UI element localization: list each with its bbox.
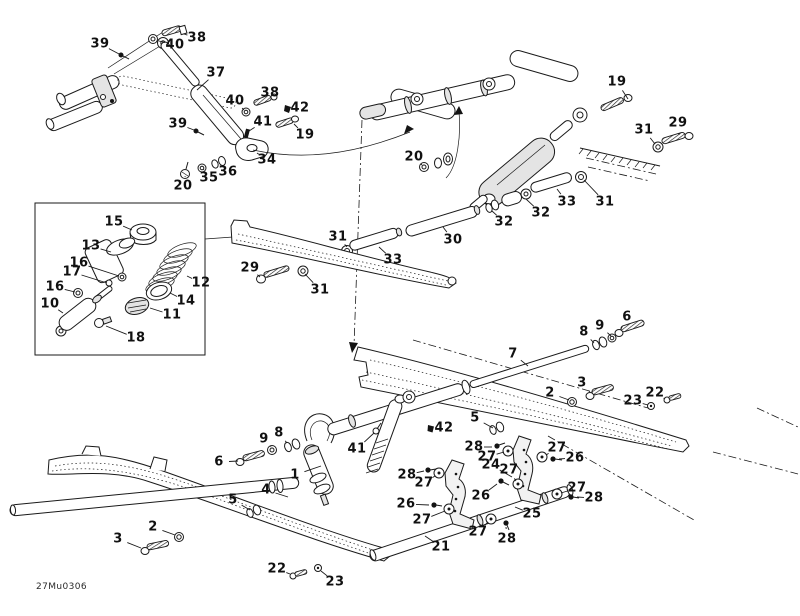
part-callout: 41 — [253, 114, 273, 130]
reference-lines — [204, 106, 799, 521]
part-callout: 32 — [531, 205, 551, 221]
part-callout: 3 — [113, 531, 123, 547]
part-callout: 18 — [126, 330, 146, 346]
part-callout: 5 — [228, 492, 238, 508]
part-callout: 30 — [443, 232, 463, 248]
part-callout: 27 — [547, 440, 567, 456]
part-callout: 36 — [218, 164, 238, 180]
part-callout: 8 — [274, 425, 284, 441]
part-callout: 20 — [173, 178, 193, 194]
part-callout: 23 — [325, 574, 345, 590]
right-rail — [353, 346, 690, 453]
part-callout: 40 — [165, 37, 185, 53]
part-callout: 14 — [176, 293, 196, 309]
steering-damper-37 — [157, 37, 254, 158]
part-callout: 16 — [69, 255, 89, 271]
inset-detail-box — [34, 202, 206, 356]
part-callout: 13 — [81, 238, 101, 254]
part-callout: 32 — [494, 214, 514, 230]
front-arm-assembly — [359, 50, 579, 121]
part-callout: 38 — [187, 30, 207, 46]
part-callout: 42 — [290, 100, 310, 116]
part-callout: 27 — [468, 524, 488, 540]
steering-hardware — [118, 24, 299, 179]
part-callout: 38 — [260, 85, 280, 101]
bracket-hardware — [425, 442, 580, 531]
part-callout: 11 — [162, 307, 182, 323]
part-callout: 33 — [557, 194, 577, 210]
callout-leader-lines — [57, 33, 680, 577]
part-callout: 15 — [104, 214, 124, 230]
inset-box-border — [34, 202, 206, 356]
part-callout: 2 — [148, 519, 158, 535]
part-callout: 27 — [414, 475, 434, 491]
part-callout: 21 — [431, 539, 451, 555]
part-callout: 31 — [595, 194, 615, 210]
part-callout: 31 — [310, 282, 330, 298]
part-callout: 24 — [481, 457, 501, 473]
part-callout: 16 — [45, 279, 65, 295]
part-callout: 12 — [191, 275, 211, 291]
part-callout: 9 — [259, 431, 269, 447]
part-callout: 19 — [607, 74, 627, 90]
part-callout: 28 — [397, 467, 417, 483]
part-callout: 10 — [40, 296, 60, 312]
part-callout: 34 — [257, 152, 277, 168]
part-callout: 35 — [199, 170, 219, 186]
steering-assembly — [45, 31, 236, 132]
tie-rod-group — [256, 131, 694, 284]
part-callout: 26 — [396, 496, 416, 512]
part-callout: 22 — [267, 561, 287, 577]
part-callout: 9 — [595, 318, 605, 334]
part-callout: 17 — [62, 264, 82, 280]
part-callout: 27 — [567, 480, 587, 496]
part-callout: 28 — [584, 490, 604, 506]
part-callout: 6 — [622, 309, 632, 325]
part-callout: 31 — [634, 122, 654, 138]
coil-spring — [145, 242, 197, 293]
part-callout: 2 — [545, 385, 555, 401]
part-callout: 29 — [240, 260, 260, 276]
part-callout: 8 — [579, 324, 589, 340]
part-callout: 7 — [508, 346, 518, 362]
part-callout: 40 — [225, 93, 245, 109]
fastener-hardware — [140, 384, 682, 580]
grease-fitting-icon — [427, 425, 434, 433]
middle-left-rail — [230, 219, 457, 289]
part-callout: 5 — [470, 410, 480, 426]
part-callout: 26 — [471, 488, 491, 504]
rear-shock — [419, 94, 633, 212]
part-callout: 19 — [295, 127, 315, 143]
figure-code: 27Mu0306 — [36, 582, 88, 592]
part-callout: 33 — [383, 252, 403, 268]
part-callout: 41 — [347, 441, 367, 457]
part-callout: 20 — [404, 149, 424, 165]
part-callout: 22 — [645, 385, 665, 401]
part-callout: 39 — [90, 36, 110, 52]
part-callout: 6 — [214, 454, 224, 470]
part-callout: 28 — [464, 439, 484, 455]
part-callout: 27 — [412, 512, 432, 528]
part-callout: 27 — [477, 449, 497, 465]
part-callout: 1 — [290, 467, 300, 483]
part-callout: 26 — [565, 450, 585, 466]
part-callout: 27 — [499, 462, 519, 478]
part-callout: 23 — [623, 393, 643, 409]
part-callout: 39 — [168, 116, 188, 132]
part-callout: 29 — [668, 115, 688, 131]
part-callout: 28 — [497, 531, 517, 547]
part-callout: 31 — [328, 229, 348, 245]
part-callout: 25 — [522, 506, 542, 522]
part-callout: 4 — [261, 482, 271, 498]
part-callout: 3 — [577, 375, 587, 391]
grease-fitting-icon — [284, 105, 291, 113]
part-callout: 42 — [434, 420, 454, 436]
part-callout: 37 — [206, 65, 226, 81]
